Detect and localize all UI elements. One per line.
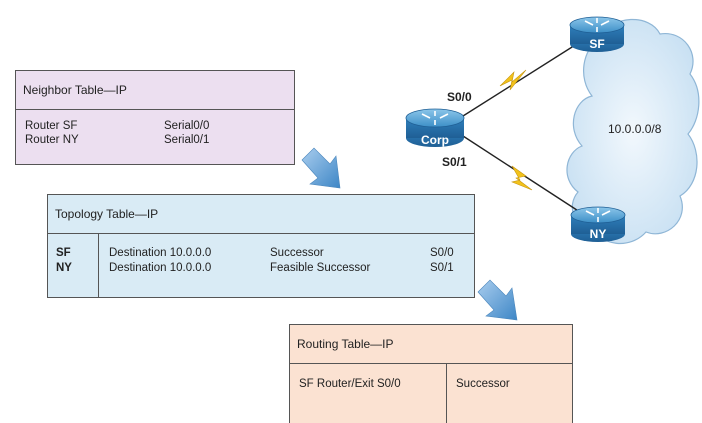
flow-arrow-icon [301,147,341,189]
neighbor-row-interface: Serial0/1 [164,134,210,146]
topology-row-role: Feasible Successor [270,262,371,274]
routing-divider [446,363,447,423]
topology-row-router: SF [56,247,71,259]
serial-lightning-icon [511,165,533,191]
topology-row-destination: Destination 10.0.0.0 [109,247,212,259]
router-icon-corp[interactable] [405,108,465,147]
neighbor-row-name: Router SF [25,120,78,132]
neighbor-row-name: Router NY [25,134,79,146]
routing-role: Successor [456,378,510,390]
router-label-ny: NY [590,227,607,241]
neighbor-table: Neighbor Table—IP Router SF Serial0/0 Ro… [15,70,295,165]
interface-label-s01: S0/1 [442,155,467,169]
topology-table-title: Topology Table—IP [48,195,474,234]
neighbor-row-interface: Serial0/0 [164,120,210,132]
topology-row-role: Successor [270,247,324,259]
flow-arrow-icon [477,279,518,321]
topology-row-router: NY [56,262,72,274]
link-corp-sf [462,41,581,117]
routing-table: Routing Table—IP SF Router/Exit S0/0 Suc… [289,324,573,423]
serial-lightning-icon [499,69,527,91]
network-cloud [566,18,700,245]
topology-row-interface: S0/1 [430,262,454,274]
router-icon-sf[interactable] [569,16,625,52]
cloud-network-label: 10.0.0.0/8 [608,122,662,136]
routing-table-title: Routing Table—IP [290,325,572,364]
neighbor-table-title: Neighbor Table—IP [16,71,294,110]
router-label-sf: SF [589,37,604,51]
topology-row-interface: S0/0 [430,247,454,259]
router-label-corp: Corp [421,133,449,147]
interface-label-s00: S0/0 [447,90,472,104]
routing-entry: SF Router/Exit S0/0 [299,378,401,390]
router-icon-ny[interactable] [570,206,626,242]
topology-divider [98,233,99,297]
topology-row-destination: Destination 10.0.0.0 [109,262,212,274]
topology-table: Topology Table—IP SF Destination 10.0.0.… [47,194,475,298]
